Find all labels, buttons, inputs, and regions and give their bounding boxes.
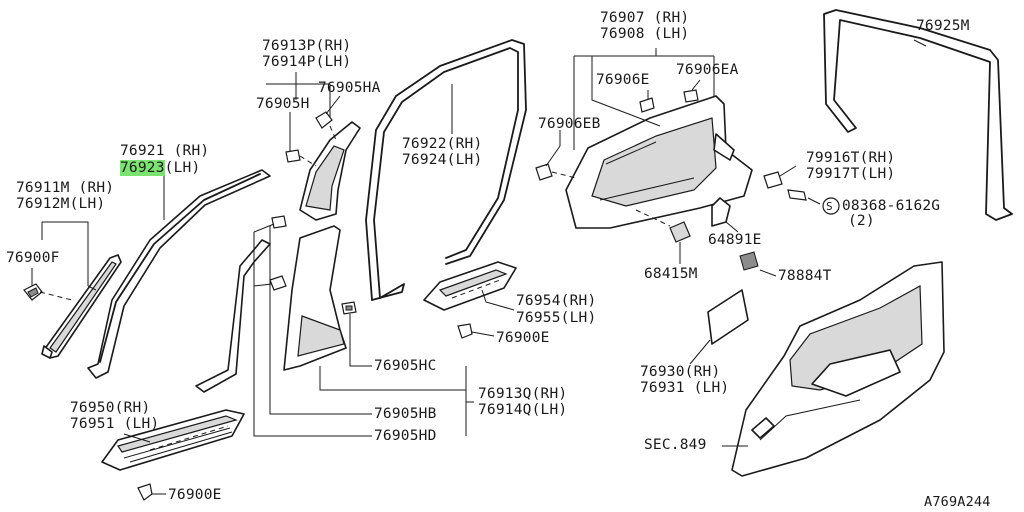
luggage-side-upper-finisher[interactable]	[565, 95, 753, 229]
label-76950[interactable]: 76950(RH)	[70, 400, 151, 416]
label-64891e[interactable]: 64891E	[708, 232, 762, 248]
center-pillar-upper-garnish[interactable]	[299, 121, 361, 221]
label-76951[interactable]: 76951 (LH)	[70, 416, 160, 432]
label-76911m[interactable]: 76911M (RH)	[16, 180, 115, 196]
clip-76905hd[interactable]	[269, 275, 287, 291]
label-76924[interactable]: 76924(LH)	[402, 152, 483, 168]
label-76925m[interactable]: 76925M	[916, 18, 970, 34]
front-kicking-plate[interactable]	[101, 409, 245, 471]
label-76906ea[interactable]: 76906EA	[676, 62, 739, 78]
clip-76905hc[interactable]	[341, 301, 357, 315]
highlighted-part-number: 76923	[120, 160, 165, 176]
label-76914p[interactable]: 76914P(LH)	[262, 54, 352, 70]
label-76914q[interactable]: 76914Q(LH)	[478, 402, 568, 418]
label-08368[interactable]: 08368-6162G	[842, 198, 941, 214]
front-pillar-lower-trim[interactable]	[195, 239, 271, 393]
label-76923[interactable]: 76923(LH)	[120, 160, 200, 177]
label-76906e[interactable]: 76906E	[596, 72, 650, 88]
label-76905hc[interactable]: 76905HC	[374, 358, 437, 374]
label-76900f[interactable]: 76900F	[6, 250, 60, 266]
clip-76906eb[interactable]	[535, 163, 553, 181]
rear-door-weatherstrip[interactable]	[365, 39, 527, 301]
label-76913q[interactable]: 76913Q(RH)	[478, 386, 568, 402]
clip-76906e[interactable]	[639, 97, 655, 113]
label-76922[interactable]: 76922(RH)	[402, 136, 483, 152]
label-76955[interactable]: 76955(LH)	[516, 310, 597, 326]
label-76905hb[interactable]: 76905HB	[374, 406, 437, 422]
label-08368-qty: (2)	[848, 213, 875, 229]
clip-68415m[interactable]	[669, 221, 691, 243]
label-76931[interactable]: 76931 (LH)	[640, 380, 730, 396]
clip-76900e-middle[interactable]	[457, 323, 473, 339]
label-sec849[interactable]: SEC.849	[644, 437, 707, 453]
label-76921[interactable]: 76921 (RH)	[120, 143, 210, 159]
clip-76906ea[interactable]	[683, 89, 699, 103]
label-76913p[interactable]: 76913P(RH)	[262, 38, 352, 54]
label-68415m[interactable]: 68415M	[644, 266, 698, 282]
label-76900e-middle[interactable]: 76900E	[496, 330, 550, 346]
label-76930[interactable]: 76930(RH)	[640, 364, 721, 380]
center-pillar-lower-garnish[interactable]	[283, 225, 347, 371]
label-76906eb[interactable]: 76906EB	[538, 116, 601, 132]
label-76905ha[interactable]: 76905HA	[318, 80, 381, 96]
label-79916t[interactable]: 79916T(RH)	[806, 150, 896, 166]
label-76954[interactable]: 76954(RH)	[516, 293, 597, 309]
clip-79916t[interactable]	[763, 171, 783, 189]
standard-part-symbol	[822, 197, 840, 215]
clip-76900f[interactable]	[23, 283, 43, 301]
cap-78884t[interactable]	[739, 251, 759, 271]
label-08368-symbol: S	[826, 200, 833, 213]
label-79917t[interactable]: 79917T(LH)	[806, 166, 896, 182]
label-76900e-bottom[interactable]: 76900E	[168, 487, 222, 503]
clip-76905hb[interactable]	[271, 215, 287, 229]
label-76907[interactable]: 76907 (RH)	[600, 10, 690, 26]
rear-kicking-plate[interactable]	[423, 261, 517, 311]
pad-76930[interactable]	[707, 289, 749, 345]
label-76905h[interactable]: 76905H	[256, 96, 310, 112]
clip-76900e-bottom[interactable]	[137, 483, 153, 501]
back-door-weatherstrip[interactable]	[823, 9, 1013, 221]
label-76912m[interactable]: 76912M(LH)	[16, 196, 106, 212]
screw-08368[interactable]	[787, 189, 807, 201]
luggage-side-lower-finisher[interactable]	[731, 261, 945, 477]
label-78884t[interactable]: 78884T	[778, 268, 832, 284]
label-76908[interactable]: 76908 (LH)	[600, 26, 690, 42]
pad-64891e[interactable]	[711, 197, 731, 227]
leader-lines	[31, 39, 927, 495]
diagram-reference-code: A769A244	[924, 494, 991, 510]
front-pillar-garnish-long[interactable]	[87, 169, 271, 379]
clip-76905h[interactable]	[285, 149, 301, 163]
label-76923-side: (LH)	[164, 160, 201, 176]
front-pillar-garnish-small[interactable]	[41, 254, 122, 359]
clip-76905ha[interactable]	[315, 111, 333, 129]
label-76905hd[interactable]: 76905HD	[374, 428, 437, 444]
